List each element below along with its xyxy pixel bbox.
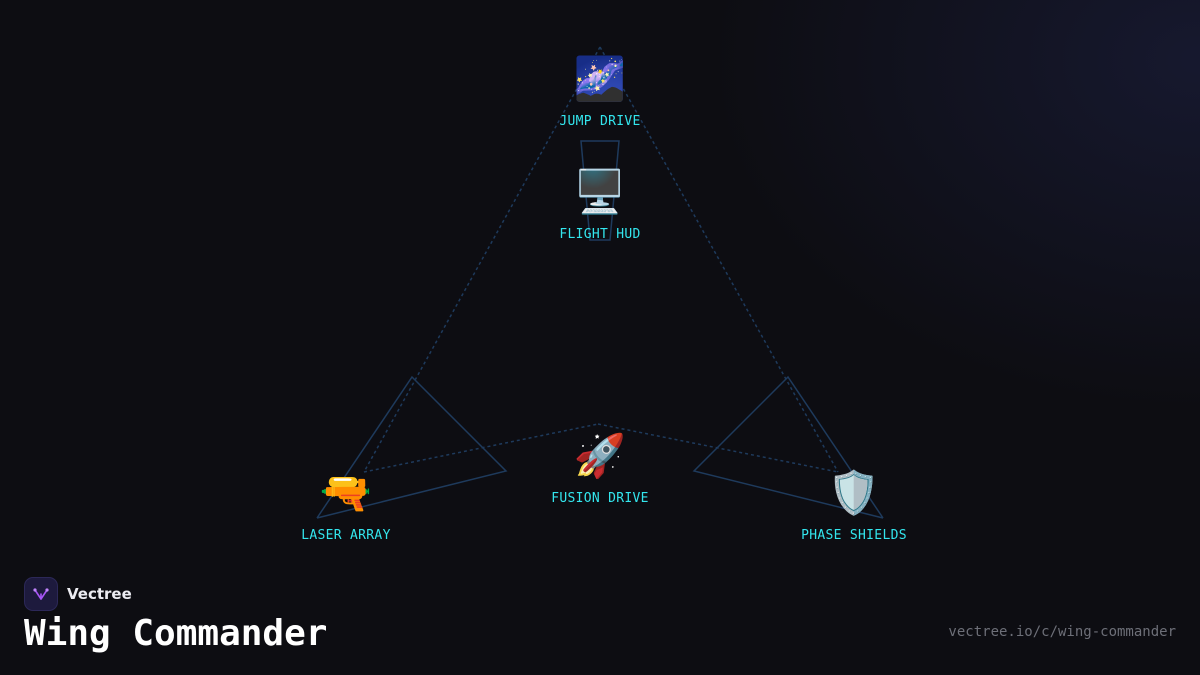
rocket-icon: 🚀 — [573, 431, 627, 480]
vectree-logo-icon — [24, 577, 58, 611]
node-fusion-drive[interactable]: 🚀 FUSION DRIVE — [520, 431, 680, 506]
wing-outline-right — [692, 375, 884, 519]
shield-icon: 🛡️ — [827, 468, 881, 517]
link-laser-array-fusion-drive — [363, 423, 599, 473]
node-phase-shields[interactable]: 🛡️ PHASE SHIELDS — [774, 468, 934, 543]
node-label-flight-hud: FLIGHT HUD — [559, 227, 641, 242]
desktop-computer-icon: 🖥️ — [573, 167, 627, 216]
node-flight-hud[interactable]: 🖥️ FLIGHT HUD — [520, 167, 680, 242]
galaxy-icon: 🌌 — [573, 54, 627, 103]
node-label-fusion-drive: FUSION DRIVE — [551, 491, 649, 506]
wing-outline-left — [316, 375, 508, 519]
brand-name: Vectree — [67, 585, 132, 603]
node-label-phase-shields: PHASE SHIELDS — [801, 528, 907, 543]
node-laser-array[interactable]: 🔫 LASER ARRAY — [266, 468, 426, 543]
node-jump-drive[interactable]: 🌌 JUMP DRIVE — [520, 54, 680, 129]
hud-outline — [580, 140, 620, 241]
brand[interactable]: Vectree — [24, 577, 132, 611]
page-url[interactable]: vectree.io/c/wing-commander — [948, 624, 1176, 640]
node-label-laser-array: LASER ARRAY — [301, 528, 391, 543]
water-pistol-icon: 🔫 — [319, 468, 373, 517]
page-title: Wing Commander — [24, 613, 328, 654]
node-label-jump-drive: JUMP DRIVE — [559, 114, 641, 129]
